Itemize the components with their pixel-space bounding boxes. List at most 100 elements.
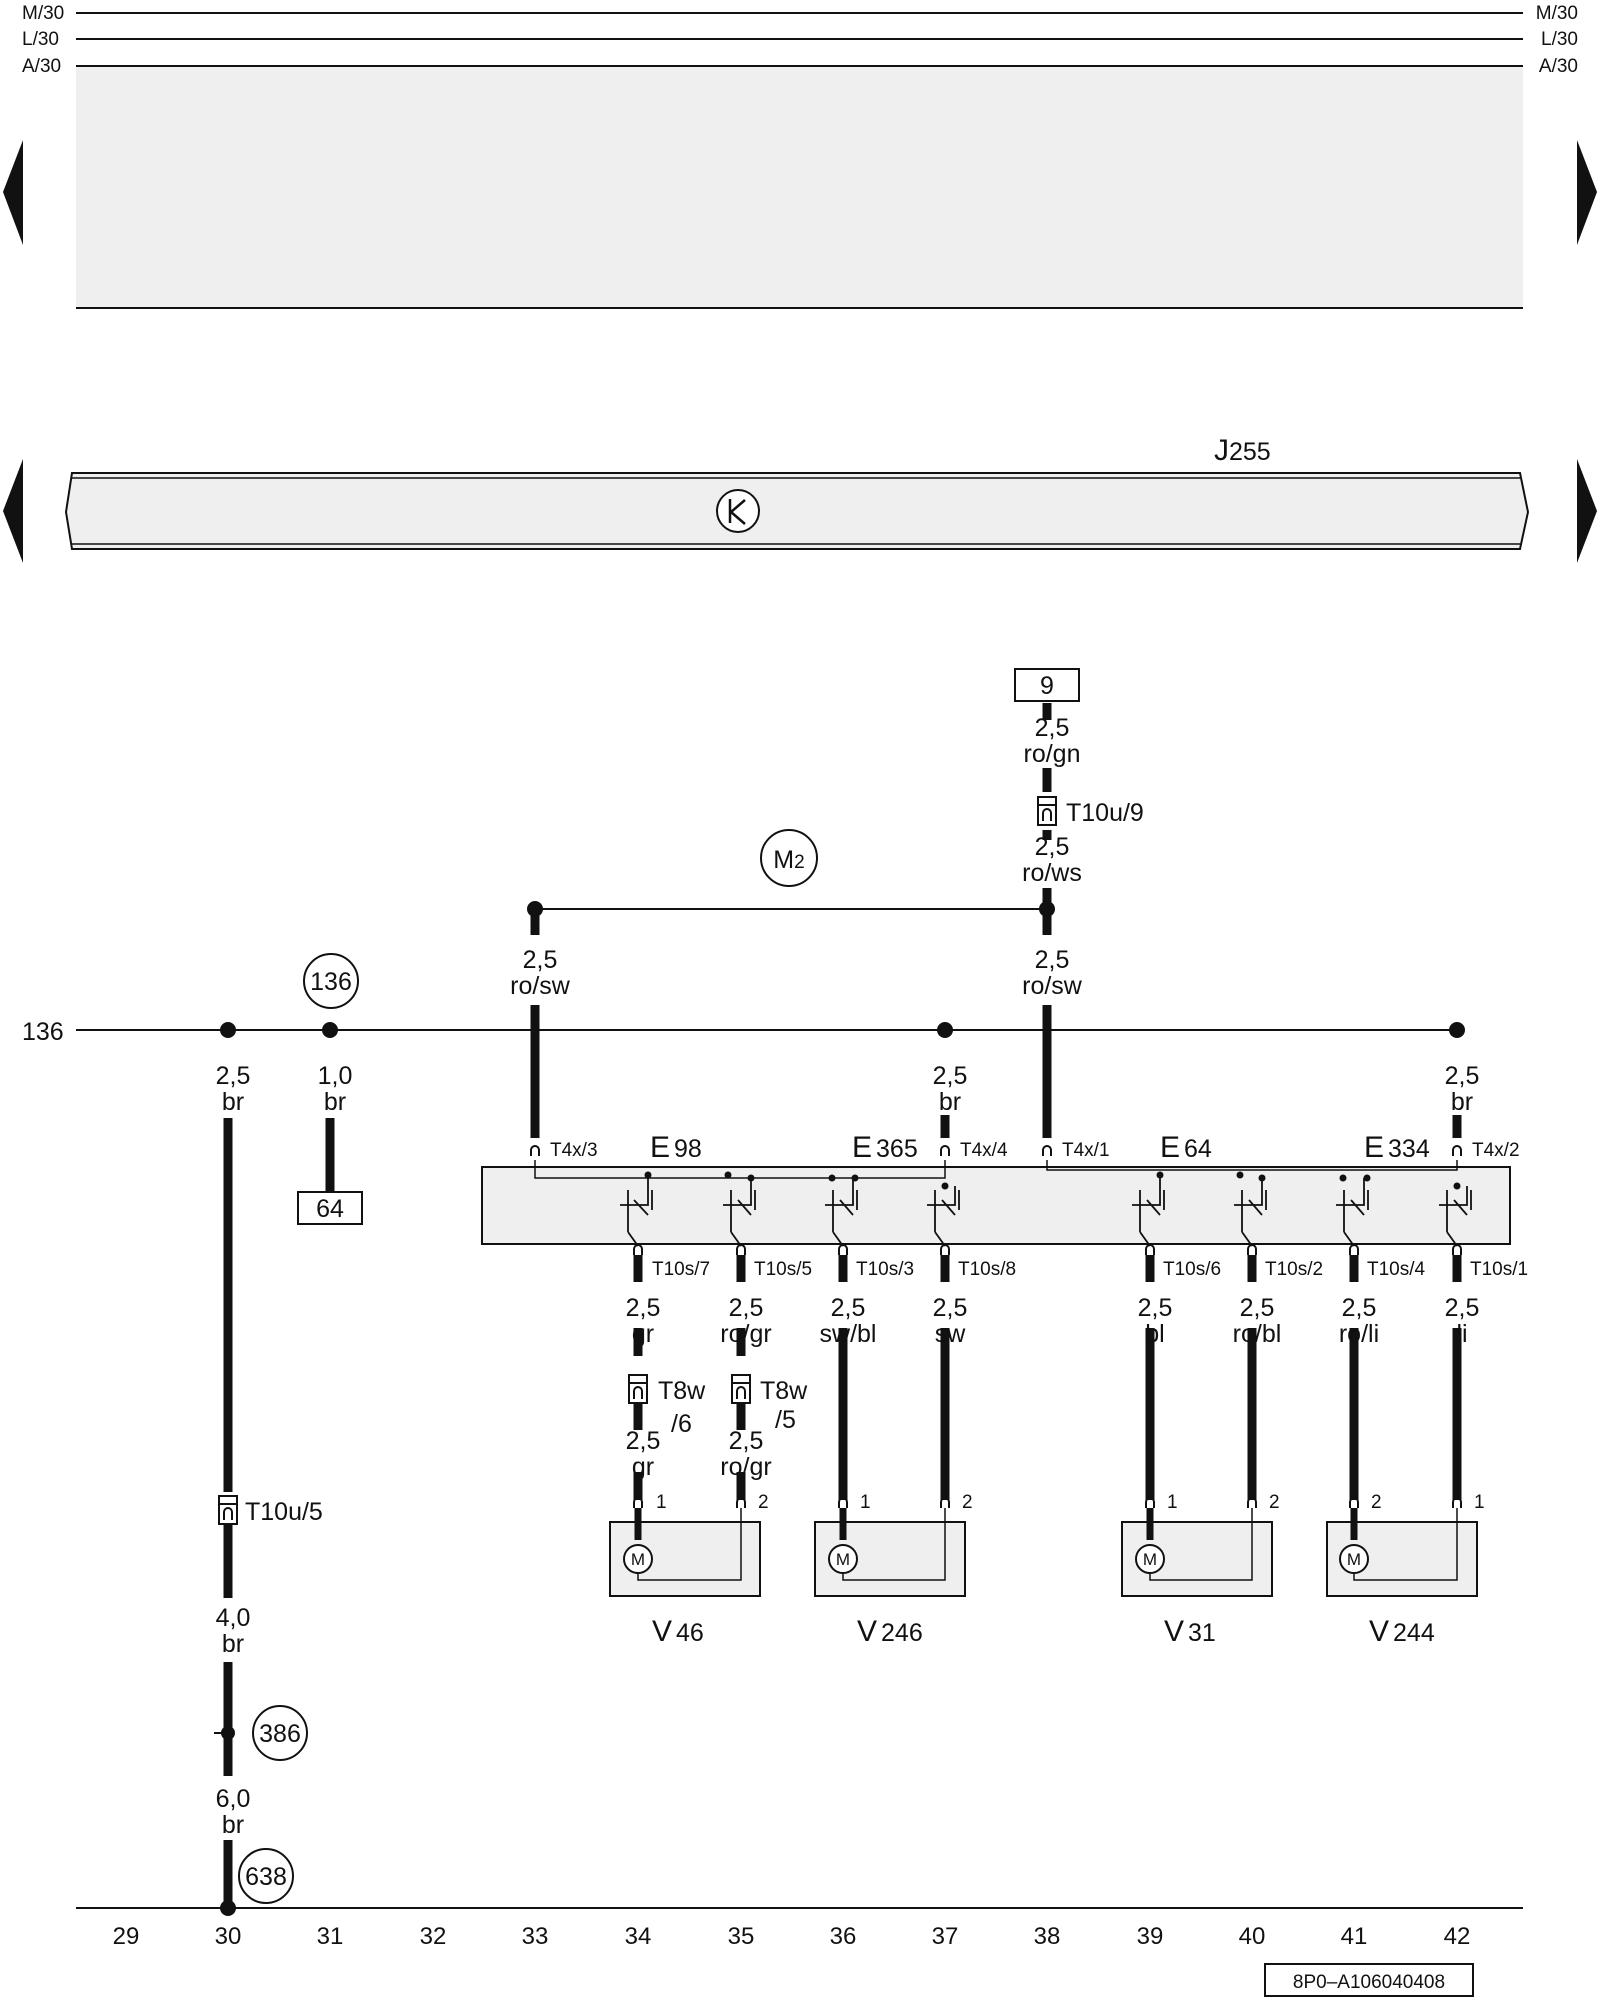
connector-label: T4x/4 [960,1140,1008,1161]
wire-label-size: 2,5 [1138,1294,1173,1322]
thick-wires [223,703,1462,1908]
motor-pin-label: 1 [1167,1492,1178,1513]
next-page-arrow-icon[interactable] [1577,140,1597,245]
wire-label-size: 2,5 [831,1294,866,1322]
wire-label-size: 2,5 [933,1062,968,1090]
connector-label: T8w [658,1377,706,1405]
connector-label: T10s/2 [1265,1259,1323,1280]
motor-pin-label: 2 [1371,1492,1382,1513]
grid-number: 40 [1239,1923,1266,1950]
connector-label: T10s/8 [958,1259,1016,1280]
grid-number: 36 [830,1923,857,1950]
clock-icon [716,489,760,533]
connector-pin-label: /6 [671,1410,692,1438]
grid-number: 34 [625,1923,652,1950]
grid-number: 33 [522,1923,549,1950]
wire-label-size: 2,5 [626,1294,661,1322]
connector-label: T8w [760,1377,808,1405]
power-rails: M/30 L/30 A/30 M/30 L/30 A/30 [3,3,1597,309]
wire-label-size: 2,5 [1035,714,1070,742]
rail-label-l30-right: L/30 [1541,29,1578,50]
module-body [64,472,1530,550]
wire-label-size: 2,5 [729,1294,764,1322]
wire-labels: 2,5 ro/gn 2,5 ro/ws 2,5 ro/sw 2,5 ro/sw … [216,714,1480,1839]
connector-label: T4x/1 [1062,1140,1110,1161]
wire-label-color: ro/gn [1024,740,1081,768]
next-page-arrow-icon-2[interactable] [1577,459,1597,563]
motor-pin-label: 2 [962,1492,973,1513]
wire-label-color: br [222,1811,244,1839]
prev-page-arrow-icon-2[interactable] [3,459,23,563]
motor-symbol: M [836,1550,850,1569]
grid-number: 41 [1341,1923,1368,1950]
motor-pin-label: 1 [860,1492,871,1513]
connector-label: T10u/9 [1066,799,1144,827]
wire-label-size: 2,5 [729,1427,764,1455]
wire-label-color: ro/sw [510,972,571,1000]
motor-pin-label: 2 [1269,1492,1280,1513]
bus-lines: 136 [22,908,1523,1909]
wire-label-size: 2,5 [1445,1062,1480,1090]
ref-circle-136 [303,953,359,1009]
wire-label-color: ro/gr [720,1453,771,1481]
wire-label-size: 2,5 [1035,833,1070,861]
wire-label-color: ro/ws [1022,859,1082,887]
document-code: 8P0–A106040408 [1293,1972,1445,1993]
ref-box-9-label: 9 [1040,672,1054,700]
wire-label-size: 2,5 [1240,1294,1275,1322]
motor-symbol: M [1347,1550,1361,1569]
rail-area-shading [76,66,1523,308]
grid-number: 30 [215,1923,242,1950]
ref-box-9 [1014,668,1080,702]
wire-label-size: 4,0 [216,1604,251,1632]
ref-circle-m2-label: M2 [773,846,804,874]
ref-box-64-label: 64 [316,1195,344,1223]
grid-number: 42 [1444,1923,1471,1950]
rail-label-m30-right: M/30 [1536,3,1578,24]
connector-label: T10s/7 [652,1259,710,1280]
plug-connector-icon [628,1374,648,1404]
ref-circle-386 [252,1705,308,1761]
wire-label-size: 2,5 [933,1294,968,1322]
rail-label-m30-left: M/30 [22,3,64,24]
prev-page-arrow-icon[interactable] [3,140,23,245]
ref-box-64 [297,1191,363,1225]
wire-label-size: 2,5 [216,1062,251,1090]
grid-number: 29 [113,1923,140,1950]
wire-label-size: 2,5 [523,946,558,974]
grid-numbers: 29 30 31 32 33 34 35 36 37 38 39 40 41 4… [113,1923,1471,1950]
ground-136-label: 136 [22,1018,64,1046]
grid-number: 32 [420,1923,447,1950]
connector-label: T4x/2 [1472,1140,1520,1161]
connector-label: T4x/3 [550,1140,598,1161]
wire-label-size: 2,5 [1445,1294,1480,1322]
connector-label: T10s/1 [1470,1259,1528,1280]
wire-label-color: ro/gr [720,1320,771,1348]
grid-number: 38 [1034,1923,1061,1950]
motor-icon [1135,1544,1165,1574]
wire-label-color: br [222,1630,244,1658]
grid-number: 35 [728,1923,755,1950]
ref-circle-136-label: 136 [310,968,352,996]
connector-pin-label: /5 [775,1406,796,1434]
connector-label: T10s/3 [856,1259,914,1280]
inline-connectors: T10u/9 T10u/5 T8w /6 T8w /5 [218,796,1144,1526]
ref-circle-638-label: 638 [245,1863,287,1891]
wire-label-size: 2,5 [1035,946,1070,974]
wire-label-color: br [324,1088,346,1116]
ref-circle-638 [238,1848,294,1904]
wire-label-color: ro/li [1339,1320,1379,1348]
wire-label-color: gr [632,1320,654,1348]
plug-connector-icon [218,1495,238,1525]
wire-label-color: br [939,1088,961,1116]
wire-label-size: 2,5 [1342,1294,1377,1322]
wire-label-color: br [1451,1088,1473,1116]
wire-label-color: ro/bl [1233,1320,1282,1348]
